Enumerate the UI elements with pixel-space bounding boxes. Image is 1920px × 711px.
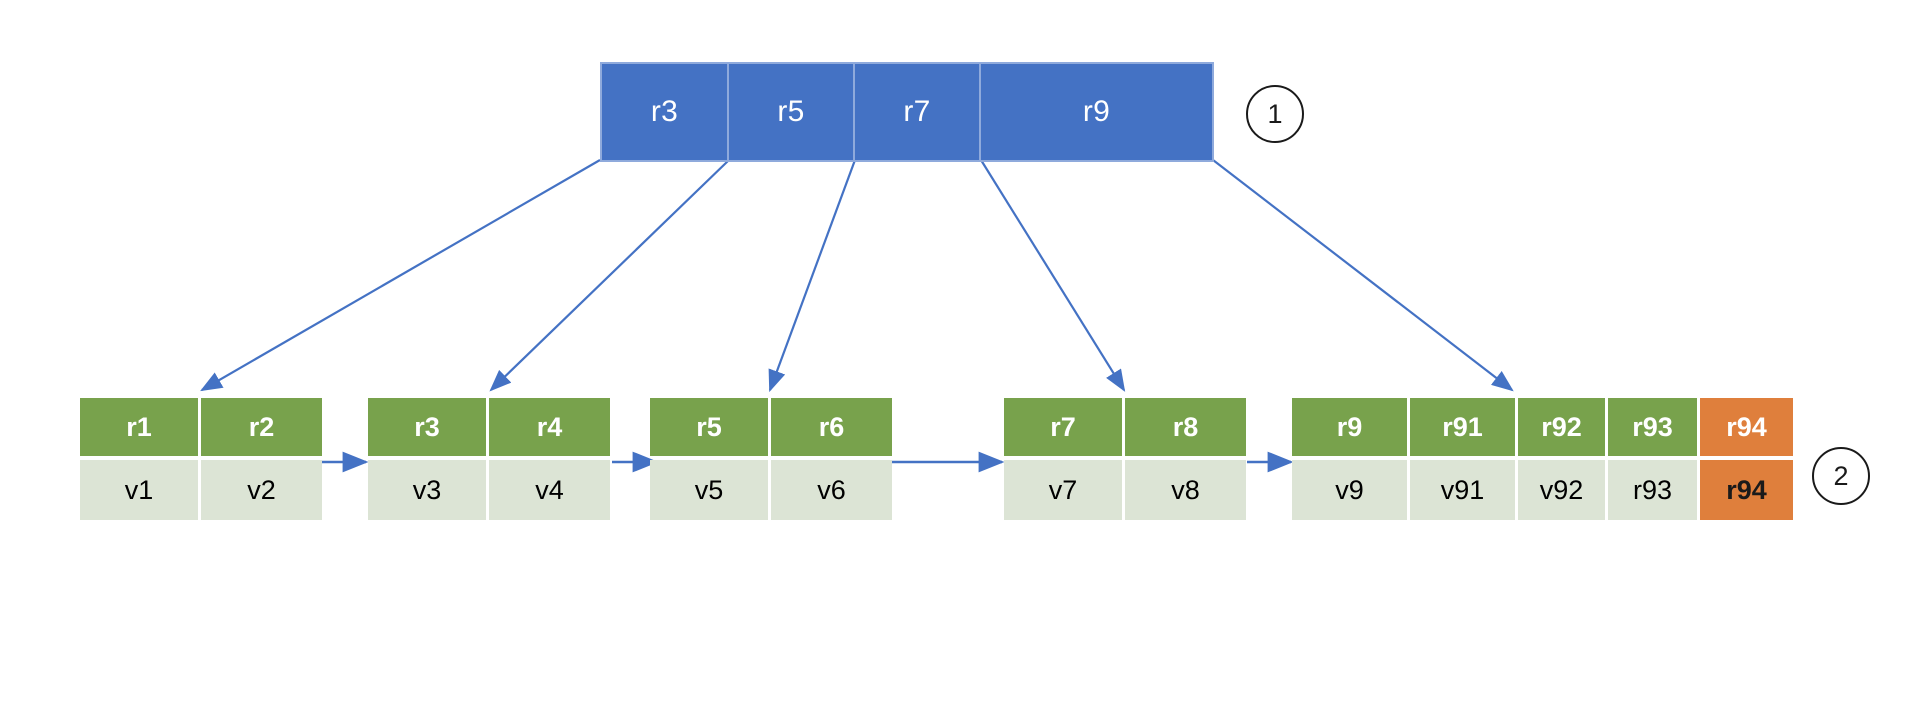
root-key-cell-1[interactable]: r5 [729,64,855,160]
edge-root-to-leaf-3 [768,159,857,393]
leaf-2-key-cell-0[interactable]: r3 [368,398,489,456]
leaf-4-key-cell-1[interactable]: r8 [1125,398,1246,456]
leaf-5-key-cell-4-highlighted[interactable]: r94 [1700,398,1793,456]
leaf-5-value-cell-3[interactable]: r93 [1608,460,1700,520]
leaf-4-key-cell-0[interactable]: r7 [1004,398,1125,456]
leaf-3-key-row: r5 r6 [650,398,892,456]
leaf-5-value-row: v9 v91 v92 r93 r94 [1292,460,1793,520]
edge-root-to-leaf-2 [489,159,730,392]
root-key-cell-0[interactable]: r3 [602,64,729,160]
leaf-2-key-row: r3 r4 [368,398,610,456]
leaf-5-key-cell-2[interactable]: r92 [1518,398,1608,456]
leaf-5-key-cell-1[interactable]: r91 [1410,398,1518,456]
leaf-2-value-cell-0[interactable]: v3 [368,460,489,520]
leaf-3-value-cell-0[interactable]: v5 [650,460,771,520]
leaf-5-key-cell-3[interactable]: r93 [1608,398,1700,456]
leaf-3-value-cell-1[interactable]: v6 [771,460,892,520]
leaf-2-key-cell-1[interactable]: r4 [489,398,610,456]
callout-marker-1[interactable]: 1 [1246,85,1304,143]
leaf-4-value-cell-0[interactable]: v7 [1004,460,1125,520]
leaf-3-value-row: v5 v6 [650,460,892,520]
leaf-1-key-cell-1[interactable]: r2 [201,398,322,456]
leaf-1-key-row: r1 r2 [80,398,322,456]
leaf-5-value-cell-4-highlighted[interactable]: r94 [1700,460,1793,520]
leaf-node-3[interactable]: r5 r6 v5 v6 [650,398,892,520]
leaf-5-key-cell-0[interactable]: r9 [1292,398,1410,456]
leaf-2-value-cell-1[interactable]: v4 [489,460,610,520]
leaf-node-1[interactable]: r1 r2 v1 v2 [80,398,322,520]
leaf-2-value-row: v3 v4 [368,460,610,520]
leaf-5-value-cell-0[interactable]: v9 [1292,460,1410,520]
leaf-1-value-row: v1 v2 [80,460,322,520]
leaf-5-value-cell-1[interactable]: v91 [1410,460,1518,520]
edge-root-to-leaf-4 [980,159,1126,392]
root-to-leaf-edges [200,159,1514,393]
leaf-node-4[interactable]: r7 r8 v7 v8 [1004,398,1246,520]
root-key-cell-2[interactable]: r7 [855,64,981,160]
leaf-node-5[interactable]: r9 r91 r92 r93 r94 v9 v91 v92 r93 r94 [1292,398,1793,520]
edge-root-to-leaf-5 [1212,159,1514,392]
root-key-cell-3[interactable]: r9 [981,64,1212,160]
leaf-4-key-row: r7 r8 [1004,398,1246,456]
edge-root-to-leaf-1 [200,159,601,392]
leaf-3-key-cell-0[interactable]: r5 [650,398,771,456]
leaf-1-key-cell-0[interactable]: r1 [80,398,201,456]
callout-marker-2[interactable]: 2 [1812,447,1870,505]
internal-node-root[interactable]: r3 r5 r7 r9 [600,62,1214,162]
leaf-5-key-row: r9 r91 r92 r93 r94 [1292,398,1793,456]
leaf-1-value-cell-1[interactable]: v2 [201,460,322,520]
leaf-1-value-cell-0[interactable]: v1 [80,460,201,520]
leaf-3-key-cell-1[interactable]: r6 [771,398,892,456]
leaf-4-value-cell-1[interactable]: v8 [1125,460,1246,520]
leaf-node-2[interactable]: r3 r4 v3 v4 [368,398,610,520]
leaf-4-value-row: v7 v8 [1004,460,1246,520]
leaf-5-value-cell-2[interactable]: v92 [1518,460,1608,520]
